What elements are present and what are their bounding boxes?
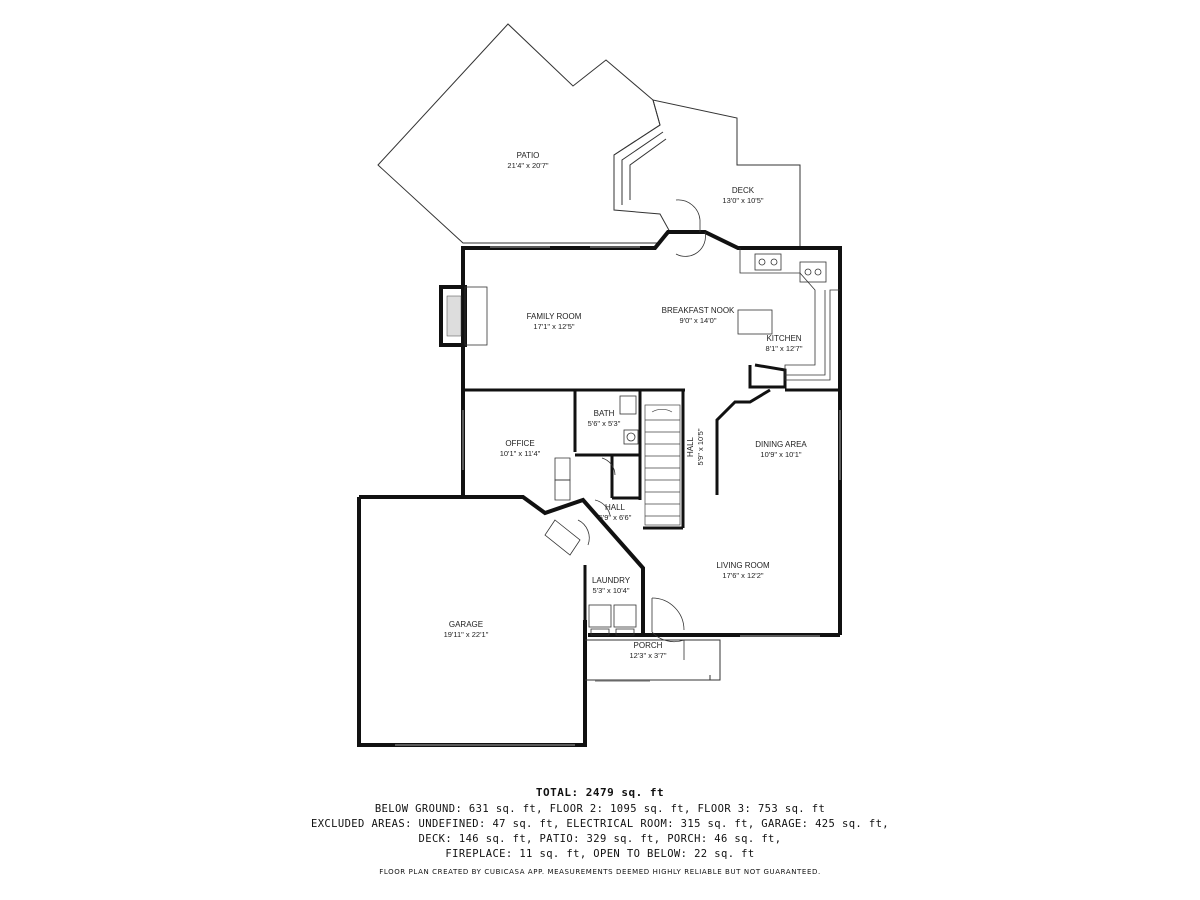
room-dims-dining-area: 10'9" x 10'1"	[760, 450, 801, 459]
room-dims-patio: 21'4" x 20'7"	[507, 161, 548, 170]
deck-outline	[613, 99, 801, 248]
room-labels: PATIO 21'4" x 20'7" DECK 13'0" x 10'5" F…	[444, 151, 808, 660]
room-dims-garage: 19'11" x 22'1"	[444, 630, 489, 639]
disclaimer: FLOOR PLAN CREATED BY CUBICASA APP. MEAS…	[379, 868, 821, 876]
room-dims-hall-vertical: 5'9" x 10'5"	[696, 428, 705, 465]
fireplace	[439, 285, 488, 347]
kitchen-counters	[737, 248, 840, 381]
room-dims-porch: 12'3" x 3'7"	[630, 651, 667, 660]
doors	[544, 199, 706, 660]
room-name-deck: DECK	[732, 186, 755, 195]
room-name-office: OFFICE	[505, 439, 534, 448]
summary-total: TOTAL: 2479 sq. ft	[535, 786, 665, 799]
room-name-kitchen: KITCHEN	[766, 334, 801, 343]
summary-line-4: FIREPLACE: 11 sq. ft, OPEN TO BELOW: 22 …	[445, 848, 755, 860]
room-dims-office: 10'1" x 11'4"	[500, 449, 541, 458]
room-dims-hall: 5'9" x 6'6"	[599, 513, 632, 522]
bath-fixtures	[619, 395, 639, 445]
room-dims-bath: 5'6" x 5'3"	[588, 419, 621, 428]
room-name-bath: BATH	[594, 409, 615, 418]
summary-line-3: DECK: 146 sq. ft, PATIO: 329 sq. ft, POR…	[418, 833, 782, 845]
room-dims-laundry: 5'3" x 10'4"	[593, 586, 630, 595]
room-dims-deck: 13'0" x 10'5"	[722, 196, 763, 205]
summary-line-1: BELOW GROUND: 631 sq. ft, FLOOR 2: 1095 …	[374, 803, 826, 815]
room-name-family-room: FAMILY ROOM	[527, 312, 582, 321]
room-name-laundry: LAUNDRY	[592, 576, 631, 585]
room-dims-family-room: 17'1" x 12'5"	[533, 322, 574, 331]
room-dims-living-room: 17'6" x 12'2"	[722, 571, 763, 580]
windows	[395, 246, 841, 746]
patio-outline	[377, 23, 671, 244]
room-name-hall: HALL	[605, 503, 626, 512]
summary-line-2: EXCLUDED AREAS: UNDEFINED: 47 sq. ft, EL…	[310, 818, 890, 830]
stairs	[644, 404, 681, 526]
laundry-machines	[588, 604, 637, 636]
room-name-breakfast-nook: BREAKFAST NOOK	[662, 306, 735, 315]
room-name-hall-vertical: HALL	[686, 436, 695, 457]
room-name-living-room: LIVING ROOM	[716, 561, 770, 570]
room-name-patio: PATIO	[517, 151, 540, 160]
interior-walls	[463, 363, 840, 635]
exterior-walls	[357, 230, 842, 747]
room-name-porch: PORCH	[634, 641, 663, 650]
room-name-dining-area: DINING AREA	[755, 440, 807, 449]
room-name-garage: GARAGE	[449, 620, 483, 629]
porch	[585, 639, 721, 681]
room-dims-breakfast-nook: 9'0" x 14'0"	[680, 316, 717, 325]
room-dims-kitchen: 8'1" x 12'7"	[766, 344, 803, 353]
